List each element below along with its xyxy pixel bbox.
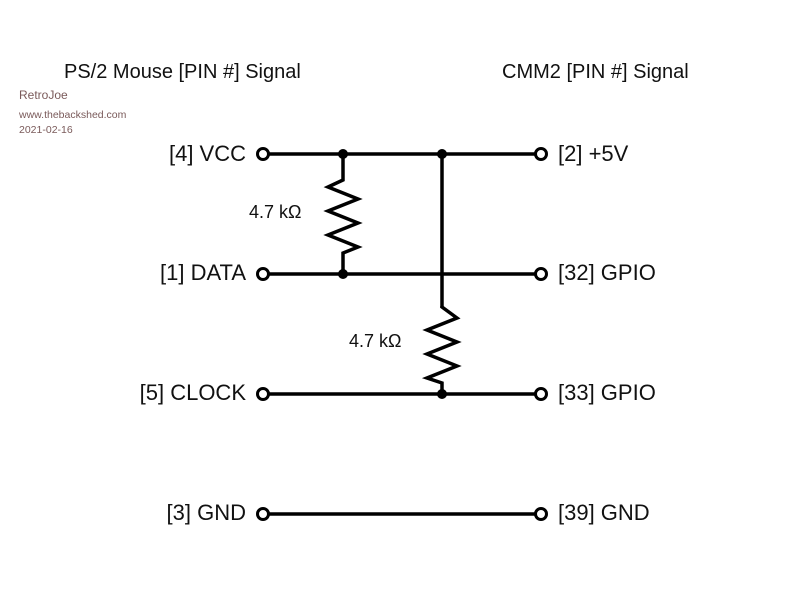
left-terminal-data-icon: [256, 267, 270, 281]
junction-dot-icon: [338, 269, 348, 279]
left-pin-gnd-label: [3] GND: [166, 500, 246, 525]
left-pin-vcc-label: [4] VCC: [168, 141, 246, 166]
right-terminal-gpio33-icon: [534, 387, 548, 401]
junction-dot-icon: [437, 149, 447, 159]
left-pin-clock-label: [5] CLOCK: [139, 380, 246, 405]
right-terminal-gnd-icon: [534, 507, 548, 521]
date-credit: 2021-02-16: [19, 124, 73, 136]
left-connector-header: PS/2 Mouse [PIN #] Signal: [64, 61, 301, 83]
author-credit: RetroJoe: [19, 88, 68, 102]
right-pin-gpio33-label: [33] GPIO: [558, 380, 656, 405]
right-pin-gpio32-label: [32] GPIO: [558, 260, 656, 285]
resistor-2-value: 4.7 kΩ: [349, 331, 402, 351]
right-terminal-gpio32-icon: [534, 267, 548, 281]
left-terminal-vcc-icon: [256, 147, 270, 161]
right-pin-gnd-label: [39] GND: [558, 500, 650, 525]
website-credit: www.thebackshed.com: [19, 109, 127, 121]
left-terminal-clock-icon: [256, 387, 270, 401]
resistor-1-icon: [323, 154, 363, 274]
left-terminal-gnd-icon: [256, 507, 270, 521]
left-pin-data-label: [1] DATA: [160, 260, 246, 285]
resistor-1-value: 4.7 kΩ: [249, 202, 302, 222]
resistor-2-icon: [421, 305, 462, 394]
right-connector-header: CMM2 [PIN #] Signal: [502, 61, 689, 83]
junction-dot-icon: [338, 149, 348, 159]
right-terminal-5v-icon: [534, 147, 548, 161]
right-pin-5v-label: [2] +5V: [558, 141, 629, 166]
junction-dot-icon: [437, 389, 447, 399]
